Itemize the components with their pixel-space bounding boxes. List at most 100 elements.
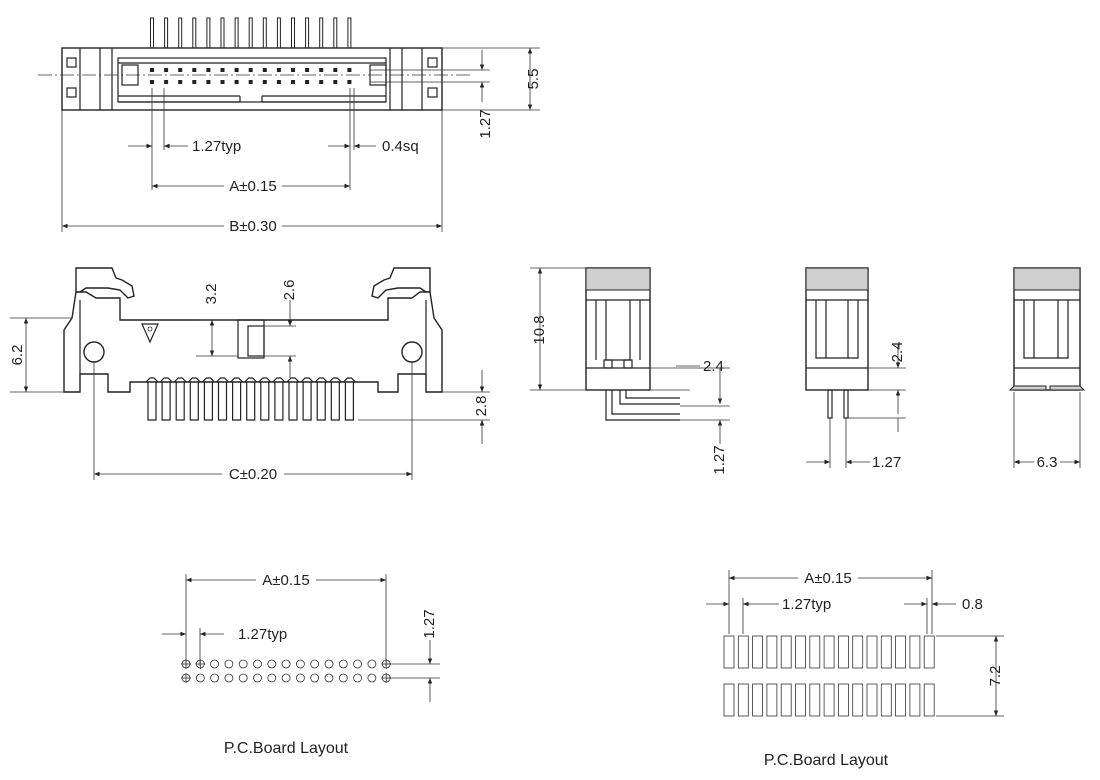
front-pin-shoulder	[216, 377, 229, 383]
top-pin	[347, 17, 352, 49]
pcb-left-row-pitch-label: 1.27	[421, 609, 438, 638]
pcb-hole	[310, 673, 320, 683]
smt-pad	[809, 635, 821, 669]
side-view-straight: 2.4 1.27	[805, 267, 906, 471]
pcb-hole	[353, 673, 363, 683]
front-pin-shoulder	[187, 377, 201, 383]
pcb-right-pad-width-label: 0.8	[962, 596, 983, 613]
smt-pad	[723, 635, 735, 669]
smt-pad	[866, 635, 878, 669]
front-pin-shoulder	[342, 377, 356, 383]
smt-pad	[809, 683, 821, 717]
pcb-hole	[224, 659, 234, 669]
smt-pad	[838, 635, 849, 669]
top-pin	[305, 17, 310, 49]
smt-pad	[780, 635, 792, 669]
smt-pad	[852, 683, 864, 717]
top-pin-square	[319, 80, 324, 84]
pcb-hole-grid	[181, 659, 392, 683]
top-pin-square	[164, 68, 169, 72]
pcb-right-dim-a-label: A±0.15	[804, 570, 851, 587]
front-pin-shoulder	[314, 377, 328, 383]
top-pin-square	[248, 68, 253, 72]
pcb-hole	[210, 659, 220, 669]
pcb-hole	[281, 673, 291, 683]
front-pin-shoulder	[201, 377, 215, 383]
front-pin	[147, 382, 157, 421]
smt-pad	[752, 683, 763, 717]
pcb-left-pitch-label: 1.27typ	[238, 626, 287, 643]
front-view-pins	[145, 377, 356, 421]
smt-pad	[923, 683, 935, 717]
top-dim-a-label: A±0.15	[229, 178, 276, 195]
smt-pad	[737, 683, 749, 717]
smt-pad	[909, 635, 921, 669]
top-pin	[248, 17, 253, 49]
top-pin-square	[178, 68, 183, 72]
front-pin	[246, 382, 256, 421]
front-pin-shoulder	[300, 377, 314, 383]
side-view-smt: 6.3	[1008, 267, 1086, 471]
pcb-hole	[238, 659, 248, 669]
smt-pad	[780, 683, 792, 717]
pcb-hole	[253, 673, 262, 683]
front-pin	[344, 382, 354, 421]
top-pin-square	[150, 80, 154, 84]
pcb-hole	[324, 659, 334, 669]
front-pin	[161, 382, 171, 421]
front-dim-28-label: 2.8	[473, 396, 490, 417]
side-st-dim-127-label: 1.27	[872, 454, 901, 471]
front-dim-26-label: 2.6	[281, 280, 298, 301]
side-ra-dim-127-label: 1.27	[711, 445, 728, 474]
pcb-layout-left: A±0.15 1.27typ 1.27 P.C.Board Layout	[162, 570, 440, 757]
pcb-hole	[295, 659, 305, 669]
smt-pad	[795, 683, 806, 717]
smt-pad	[895, 635, 906, 669]
pcb-hole	[224, 673, 234, 683]
top-pin	[291, 17, 295, 49]
top-pin	[178, 17, 183, 49]
front-dim-32-label: 3.2	[203, 284, 220, 305]
pcb-left-caption: P.C.Board Layout	[224, 740, 349, 757]
top-pin-square	[347, 80, 352, 84]
front-pin-shoulder	[272, 377, 286, 383]
front-dim-c-label: C±0.20	[229, 466, 277, 483]
pcb-hole	[367, 659, 377, 669]
top-pin	[276, 17, 281, 49]
pcb-hole	[353, 659, 363, 669]
front-pin	[232, 382, 242, 421]
top-pin-size-label: 0.4sq	[382, 138, 419, 155]
side-smt-dim-63-label: 6.3	[1037, 454, 1058, 471]
smt-pad	[723, 683, 735, 717]
smt-pad	[823, 635, 835, 669]
front-pin	[175, 382, 185, 421]
front-pin-shoulder	[286, 377, 300, 383]
top-pin-square	[206, 80, 211, 84]
top-pitch-label: 1.27typ	[192, 138, 241, 155]
smt-pad	[823, 683, 835, 717]
smt-pad	[737, 635, 749, 669]
front-pin	[302, 382, 312, 421]
top-pin-square	[192, 68, 197, 72]
pcb-hole	[253, 659, 262, 669]
top-pin-square	[291, 80, 295, 84]
top-pin	[150, 17, 154, 49]
pcb-hole	[195, 673, 205, 683]
side-ra-height-label: 10.8	[531, 315, 548, 344]
pcb-left-dim-a-label: A±0.15	[262, 572, 309, 589]
top-pin	[192, 17, 197, 49]
front-pin	[316, 382, 326, 421]
top-pin-square	[178, 80, 183, 84]
smt-pad	[795, 635, 806, 669]
smt-pad	[923, 635, 935, 669]
top-pin-square	[262, 80, 267, 84]
top-pin-square	[347, 68, 352, 72]
pcb-right-pad-height-label: 7.2	[987, 666, 1004, 687]
top-pin-square	[164, 80, 169, 84]
front-pin-shoulder	[328, 377, 342, 383]
pcb-right-caption: P.C.Board Layout	[764, 752, 889, 769]
front-pin	[260, 382, 270, 421]
pcb-hole	[338, 673, 348, 683]
smt-pad	[838, 683, 849, 717]
